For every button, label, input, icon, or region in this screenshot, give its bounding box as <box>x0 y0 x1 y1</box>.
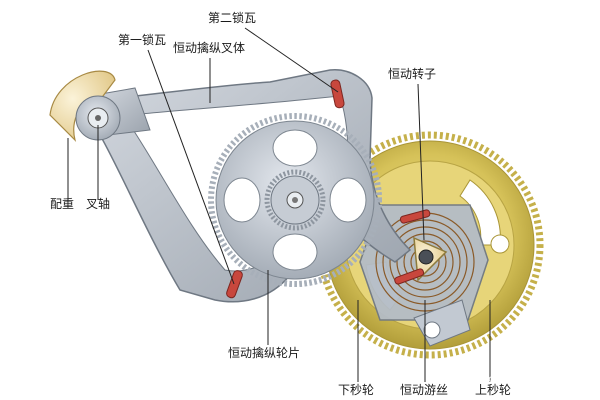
label-pallet-one: 第一锁瓦 <box>118 32 166 47</box>
seconds-wheel-teeth <box>316 131 544 359</box>
label-upper-seconds-wheel: 上秒轮 <box>475 383 511 397</box>
label-balance-spring: 恒动游丝 <box>400 383 448 397</box>
rotor-post <box>394 268 425 285</box>
pallet-one <box>226 270 243 299</box>
leader-lines <box>67 27 491 382</box>
leader-pallet-one <box>147 49 235 285</box>
leader-rotor <box>417 83 425 241</box>
escape-wheel-front <box>208 113 382 287</box>
leader-pallet-two <box>244 27 339 93</box>
label-constant-rotor: 恒动转子 <box>388 66 436 81</box>
lower-fork-pin <box>423 321 441 339</box>
label-fork-axis: 叉轴 <box>86 196 110 211</box>
seconds-wheel-hole <box>490 234 510 254</box>
label-lower-seconds-wheel: 下秒轮 <box>338 383 374 397</box>
label-pallet-two: 第二锁瓦 <box>208 10 256 25</box>
rotor-center <box>418 249 434 265</box>
watermark-text: 52Tourbillon <box>440 374 501 385</box>
fork-axis-pin <box>95 115 101 121</box>
balance-cage <box>359 204 489 347</box>
counterweight <box>49 70 121 142</box>
label-lever-body: 恒动擒纵叉体 <box>173 40 245 55</box>
label-escape-wheel: 恒动擒纵轮片 <box>228 345 300 360</box>
pallet-two <box>330 79 345 109</box>
label-counterweight: 配重 <box>50 197 74 211</box>
